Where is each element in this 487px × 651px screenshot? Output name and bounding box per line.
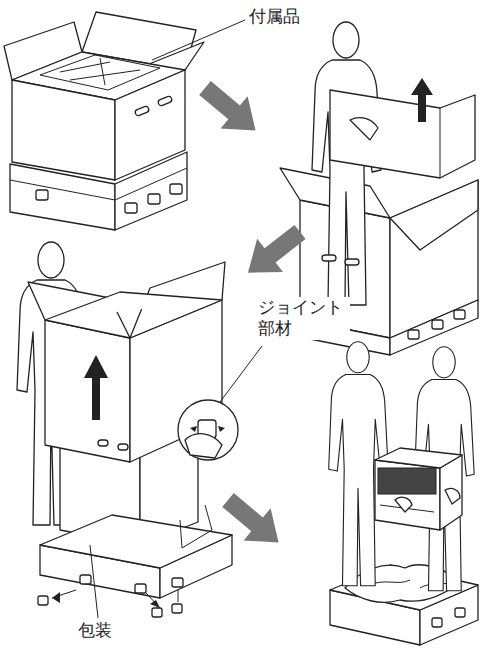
step-arrow [192,72,270,147]
step-arrow [235,215,313,289]
step-arrow [215,484,293,559]
part-label: 付属品 [247,6,302,27]
removing-outer-box [17,242,238,617]
leader-line [90,545,98,618]
package-box [4,12,204,230]
part-label: 包装 [76,620,114,641]
leader-line [220,346,262,402]
part-label: ジョイント部材 [256,297,350,340]
leader-line [152,20,245,60]
lifting-printer [329,342,478,645]
